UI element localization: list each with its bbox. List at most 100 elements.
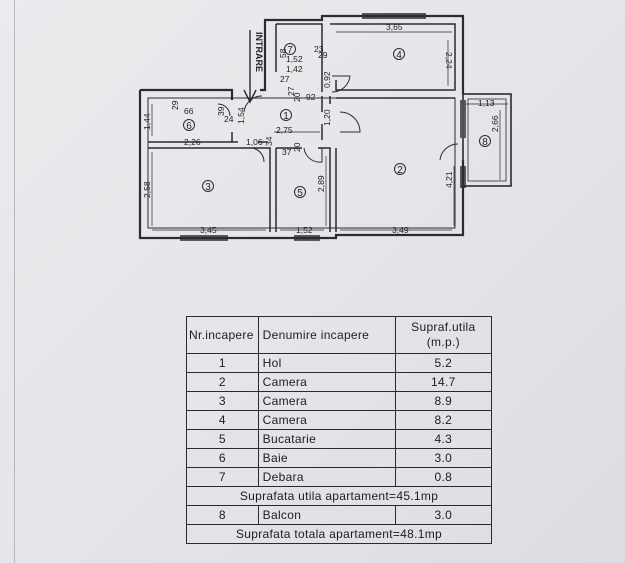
window-bottom-left	[180, 235, 228, 241]
dim-29: 29	[170, 100, 180, 110]
outer-wall-inner	[147, 97, 456, 229]
dim-24: 24	[224, 114, 234, 124]
dim-1-42: 1,42	[286, 64, 303, 74]
dim-1-54: 1,54	[236, 107, 246, 124]
cell-room-number: 5	[186, 429, 259, 449]
header-usable-area: Supraf.utila (m.p.)	[394, 316, 493, 354]
dim-2-58: 2,58	[142, 181, 152, 198]
header-room-name: Denumire incapere	[257, 316, 396, 354]
dim-1-52-top: 1,52	[286, 54, 303, 64]
cell-room-number: 3	[186, 391, 259, 411]
cell-room-area: 8.2	[394, 410, 493, 430]
cell-room-number: 7	[186, 467, 259, 487]
table-header-row: Nr.incapere Denumire incapere Supraf.uti…	[186, 316, 493, 354]
margin-line	[14, 0, 15, 563]
room-5-circle	[294, 186, 306, 198]
dim-34: 34	[264, 136, 274, 146]
table-row: 5 Bucatarie 4.3	[186, 429, 493, 449]
cell-room-name: Baie	[257, 448, 396, 468]
cell-room-area: 4.3	[394, 429, 493, 449]
cell-room-name: Balcon	[257, 505, 396, 525]
dim-37: 37	[282, 147, 292, 157]
window-bottom-mid	[294, 235, 320, 241]
room-6-circle	[183, 119, 195, 131]
cell-room-area: 3.0	[394, 505, 493, 525]
dim-27-b: 27	[286, 86, 296, 96]
dim-1-44: 1,44	[142, 113, 152, 130]
dim-92: 92	[306, 92, 316, 102]
room-2-circle	[394, 163, 406, 175]
room-7-number: 7	[287, 45, 293, 56]
total-row: Suprafata totala apartament=48.1mp	[186, 524, 492, 544]
dim-2-75: 2,75	[276, 125, 293, 135]
room-6-number: 6	[186, 121, 192, 132]
total-area: Suprafata totala apartament=48.1mp	[186, 524, 492, 544]
usable-area-total: Suprafata utila apartament=45.1mp	[186, 486, 492, 506]
outer-wall	[138, 14, 465, 240]
room-1-circle	[280, 109, 292, 121]
entry-arrow	[243, 30, 257, 104]
room-3-number: 3	[205, 182, 211, 193]
wall-partition-room2	[321, 96, 455, 140]
table-row: 1 Hol 5.2	[186, 353, 493, 373]
table-row: 8 Balcon 3.0	[186, 505, 493, 525]
header-room-number: Nr.incapere	[186, 316, 259, 354]
cell-room-number: 2	[186, 372, 259, 392]
cell-room-area: 8.9	[394, 391, 493, 411]
dim-20-b: 20	[292, 92, 302, 102]
dim-2-26: 2,26	[184, 137, 201, 147]
dim-29-b: 29	[318, 50, 328, 60]
table-row: 6 Baie 3.0	[186, 448, 493, 468]
cell-room-name: Hol	[257, 353, 396, 373]
window-right-top	[460, 100, 466, 138]
room-3-circle	[202, 180, 214, 192]
dim-3-49: 3,49	[392, 225, 409, 235]
cell-room-area: 0.8	[394, 467, 493, 487]
room-4-circle	[393, 48, 405, 60]
cell-room-number: 4	[186, 410, 259, 430]
cell-room-area: 14.7	[394, 372, 493, 392]
door-arc-6	[439, 143, 459, 161]
dim-2-24: 2,24	[444, 52, 454, 69]
cell-room-area: 5.2	[394, 353, 493, 373]
subtotal-row: Suprafata utila apartament=45.1mp	[186, 486, 492, 506]
door-arc-2	[331, 75, 351, 93]
room-7-circle	[284, 43, 296, 55]
cell-room-name: Camera	[257, 391, 396, 411]
cell-room-name: Debara	[257, 467, 396, 487]
room-area-table: Nr.incapere Denumire incapere Supraf.uti…	[186, 316, 493, 544]
table-row: 7 Debara 0.8	[186, 467, 493, 487]
cell-room-name: Bucatarie	[257, 429, 396, 449]
door-arc-7	[217, 103, 231, 117]
cell-room-number: 1	[186, 353, 259, 373]
door-arc-4	[303, 147, 323, 163]
cell-room-number: 8	[186, 505, 259, 525]
dim-20-a: 20	[292, 142, 302, 152]
dim-0-92: 0,92	[322, 71, 332, 88]
room-8-number: 8	[482, 137, 488, 148]
dim-1-52-bottom: 1,52	[296, 225, 313, 235]
dim-1-13: 1,13	[478, 98, 495, 108]
table-row: 4 Camera 8.2	[186, 410, 493, 430]
balcony-inner	[467, 98, 507, 182]
table-row: 2 Camera 14.7	[186, 372, 493, 392]
dim-27-a: 27	[280, 74, 290, 84]
door-arc-5	[251, 147, 265, 163]
dim-1-20: 1,20	[322, 109, 332, 126]
wall-partition-hall	[148, 147, 337, 232]
room-4-number: 4	[396, 50, 402, 61]
wall-room7	[275, 23, 323, 92]
entry-label: INTRARE	[254, 32, 264, 72]
window-right-bottom	[460, 166, 466, 188]
dim-2-89: 2,89	[316, 175, 326, 192]
balcony-outline	[462, 93, 512, 187]
door-arc-3	[339, 111, 361, 133]
room-2-number: 2	[397, 165, 403, 176]
dim-66: 66	[184, 106, 194, 116]
cell-room-area: 3.0	[394, 448, 493, 468]
dim-39: 39	[216, 106, 226, 116]
dim-58: 58	[278, 48, 288, 58]
wall-room4	[330, 23, 456, 91]
dim-2-66: 2,66	[490, 115, 500, 132]
